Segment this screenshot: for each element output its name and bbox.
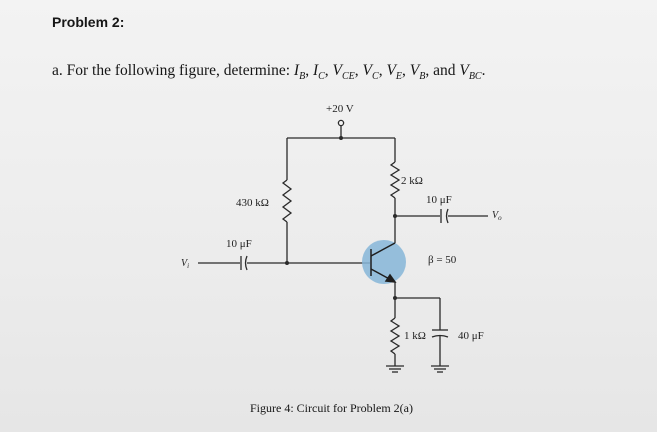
transistor-collector (370, 242, 396, 257)
var-ic: IC (312, 62, 325, 83)
var-vc: VC (362, 62, 379, 83)
var-vbc: VBC (459, 62, 482, 83)
supply-label: +20 V (326, 103, 354, 115)
figure-caption: Figure 4: Circuit for Problem 2(a) (250, 401, 413, 415)
ce-plate-bottom (431, 334, 449, 338)
svg-text:Vi: Vi (181, 258, 189, 270)
svg-text:Vo: Vo (492, 210, 502, 222)
var-vb: VB (409, 62, 426, 83)
var-ib: IB (293, 62, 306, 83)
ce-label: 40 μF (458, 330, 484, 342)
supply-terminal (337, 119, 345, 127)
cout-plate-right (445, 208, 449, 224)
cout-label: 10 μF (426, 194, 452, 206)
rc-resistor (389, 161, 401, 199)
rc-label: 2 kΩ (401, 175, 423, 187)
var-ve: VE (386, 62, 403, 83)
vo-label: Vo (492, 210, 502, 222)
rb-resistor (281, 179, 293, 223)
ce-ground (431, 365, 449, 373)
prompt-text: For the following figure, determine: (66, 62, 291, 79)
npn-transistor (370, 242, 397, 283)
cin-label: 10 μF (226, 238, 252, 250)
var-vce: VCE (332, 62, 355, 83)
problem-title: Problem 2: (52, 14, 125, 30)
transistor-highlight (362, 240, 406, 284)
vi-label: Vi (181, 258, 189, 270)
re-label: 1 kΩ (404, 330, 426, 342)
cin-plate-right (244, 255, 248, 271)
question-text: a. For the following figure, determine: … (52, 62, 486, 83)
re-resistor (389, 317, 401, 355)
part-label: a. (52, 62, 63, 79)
emitter-arrow (384, 273, 397, 283)
beta-label: β = 50 (428, 254, 457, 266)
conjunction: and (433, 62, 456, 79)
re-ground (386, 365, 404, 373)
rb-label: 430 kΩ (236, 197, 269, 209)
